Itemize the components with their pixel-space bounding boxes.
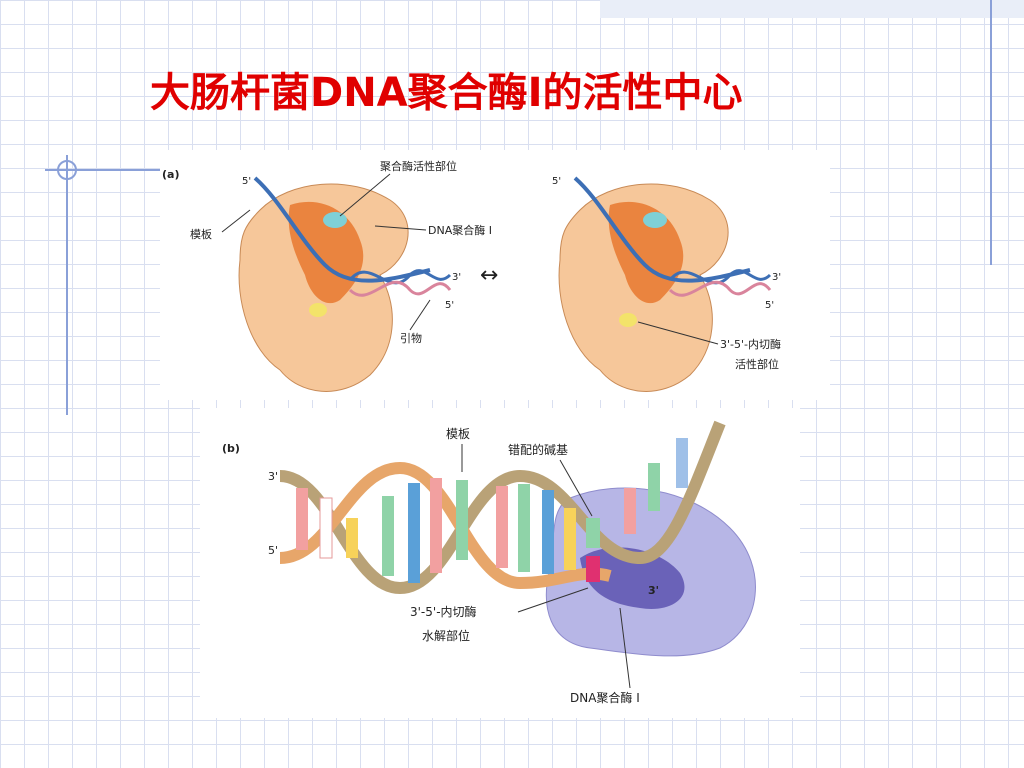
leader-b-exo (517, 587, 589, 613)
panel-a-tag: (a) (162, 168, 179, 181)
panel-a-label-template: 模板 (190, 227, 212, 241)
bp-10 (542, 490, 554, 574)
panel-b-label-exo: 3'-5'-内切酶 (410, 604, 477, 619)
bp-9 (518, 484, 530, 572)
bp-11 (564, 508, 576, 570)
panel-a-equilibrium-arrow: ↔ (480, 263, 498, 288)
panel-b-label-hydrolysis: 水解部位 (422, 628, 470, 643)
panel-b-label-template: 模板 (446, 427, 470, 441)
panel-a-label-active-site: 聚合酶活性部位 (380, 159, 457, 173)
bp-2 (319, 497, 333, 559)
bp-7 (456, 480, 468, 560)
figure-panel-a: (a) 5' 3' 5' 模板 聚合酶活性部位 DNA聚合酶 I 引物 ↔ 5'… (160, 150, 830, 400)
enzyme-right-exo-site (619, 313, 637, 327)
panel-a-left-5prime-bottom: 5' (445, 300, 454, 311)
enzyme-right-active-site (643, 212, 667, 228)
leader-active-site (339, 173, 391, 217)
template-overhang-2 (648, 463, 660, 511)
strand-template (279, 420, 726, 595)
panel-b-label-enzyme: DNA聚合酶 I (570, 690, 640, 705)
rule-circle-ornament (57, 160, 77, 180)
bp-mismatch-t (586, 556, 600, 582)
enzyme-left-active-site (323, 212, 347, 228)
bp-mismatch (586, 518, 600, 548)
figure-panel-b: (b) 3' 5' 3' 模板 错配的碱基 3'-5'-内切酶 水解部位 DNA… (200, 408, 800, 718)
strand-primer (279, 461, 612, 590)
leader-b-mismatch (559, 459, 593, 517)
enzyme-left-helix-a (348, 269, 452, 285)
enzyme-right (558, 176, 772, 392)
panel-b-end-3-inner: 3' (648, 584, 659, 597)
bp-3 (346, 518, 358, 558)
panel-a-label-exo: 3'-5'-内切酶 (720, 337, 781, 351)
panel-a-left-5prime-top: 5' (242, 176, 251, 187)
enzyme-left-template-strand (253, 176, 431, 283)
bp-6 (430, 478, 442, 573)
panel-a-right-3prime: 3' (772, 272, 781, 283)
slide-title: 大肠杆菌DNA聚合酶I的活性中心 (150, 70, 743, 116)
enzyme-left-helix-b (348, 280, 452, 297)
enzyme-b-inner (580, 547, 685, 609)
panel-a-right-5prime-bottom: 5' (765, 300, 774, 311)
leader-exo (637, 321, 719, 345)
bp-1 (296, 488, 308, 550)
leader-template (221, 209, 251, 233)
template-overhang-1 (624, 488, 636, 534)
bp-5 (408, 483, 420, 583)
panel-a-right-5prime-top: 5' (552, 176, 561, 187)
bp-8 (496, 486, 508, 568)
panel-b-tag: (b) (222, 442, 240, 455)
panel-a-label-primer: 引物 (400, 331, 422, 345)
enzyme-left-exo-site (309, 303, 327, 317)
leader-primer (409, 299, 431, 331)
template-overhang-3 (676, 438, 688, 488)
leader-enzyme (374, 225, 427, 231)
top-right-hatch-band (600, 0, 1024, 18)
enzyme-right-helix-b (668, 280, 772, 297)
panel-b-label-mismatch: 错配的碱基 (508, 442, 568, 457)
enzyme-right-helix-a (668, 269, 772, 285)
panel-a-label-exo-site: 活性部位 (735, 357, 779, 371)
leader-b-enzyme (619, 607, 631, 689)
base-pairs (296, 438, 688, 583)
panel-a-left-3prime: 3' (452, 272, 461, 283)
panel-b-end-3: 3' (268, 470, 278, 483)
panel-b-end-5: 5' (268, 544, 278, 557)
enzyme-right-template-strand (573, 176, 751, 283)
enzyme-left (238, 176, 452, 392)
panel-a-label-enzyme: DNA聚合酶 I (428, 223, 492, 237)
bp-4 (382, 496, 394, 576)
